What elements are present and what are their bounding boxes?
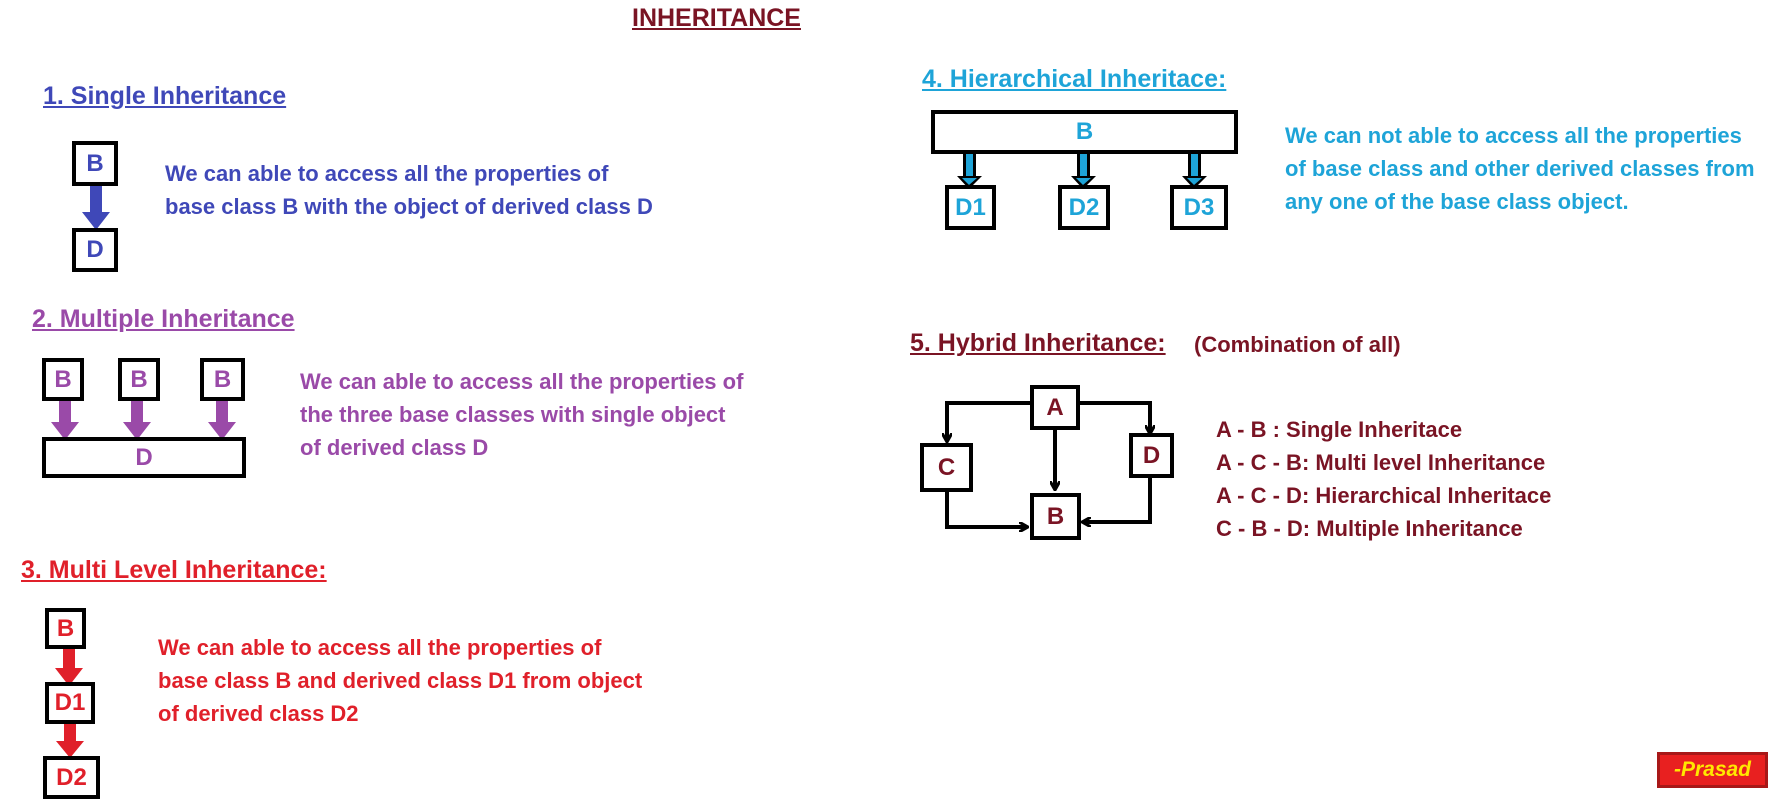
hierarchical-desc-line-2: of base class and other derived classes … (1285, 156, 1755, 181)
multiple-desc: We can able to access all the properties… (300, 365, 743, 464)
multilevel-box-base: B (45, 608, 86, 649)
multilevel-box-d2: D2 (43, 756, 100, 799)
hybrid-node-b: B (1030, 493, 1081, 540)
single-desc-line-2: base class B with the object of derived … (165, 194, 653, 219)
single-box-derived: D (72, 228, 118, 272)
hybrid-legend-line-3: A - C - D: Hierarchical Inheritace (1216, 483, 1552, 508)
multiple-arrow-1 (51, 396, 79, 440)
hybrid-edge-c-b (945, 490, 1027, 527)
multiple-arrow-2 (123, 396, 151, 440)
single-desc-line-1: We can able to access all the properties… (165, 161, 609, 186)
hierarchical-box-base: B (931, 110, 1238, 154)
multiple-box-base-2: B (118, 358, 160, 401)
multiple-box-base-1: B (42, 358, 84, 401)
multiple-desc-line-1: We can able to access all the properties… (300, 369, 744, 394)
hybrid-heading: 5. Hybrid Inheritance: (910, 329, 1166, 357)
hybrid-legend-line-2: A - C - B: Multi level Inheritance (1216, 450, 1546, 475)
hybrid-legend-line-4: C - B - D: Multiple Inheritance (1216, 516, 1523, 541)
multilevel-desc-line-2: base class B and derived class D1 from o… (158, 668, 643, 693)
hybrid-node-a: A (1030, 385, 1080, 430)
multilevel-box-d1: D1 (45, 682, 95, 724)
hybrid-legend: A - B : Single Inheritace A - C - B: Mul… (1216, 413, 1551, 545)
hierarchical-arrow-2 (1071, 153, 1096, 189)
multiple-heading: 2. Multiple Inheritance (32, 305, 295, 333)
hierarchical-box-d1: D1 (945, 185, 996, 230)
hierarchical-box-d3: D3 (1170, 185, 1228, 230)
signature-badge: -Prasad (1657, 752, 1768, 788)
multiple-arrow-3 (208, 396, 236, 440)
multilevel-arrow-2 (56, 723, 84, 758)
multilevel-desc-line-3: of derived class D2 (158, 701, 359, 726)
single-heading: 1. Single Inheritance (43, 82, 287, 110)
multiple-box-base-3: B (200, 358, 245, 401)
hierarchical-desc: We can not able to access all the proper… (1285, 119, 1755, 218)
multilevel-arrow-1 (55, 646, 83, 686)
multilevel-desc-line-1: We can able to access all the properties… (158, 635, 602, 660)
single-desc: We can able to access all the properties… (165, 157, 653, 223)
hybrid-edge-a-c (947, 401, 1030, 441)
multilevel-desc: We can able to access all the properties… (158, 631, 642, 730)
hybrid-legend-line-1: A - B : Single Inheritace (1216, 417, 1463, 442)
single-box-base: B (72, 141, 118, 186)
hierarchical-desc-line-3: any one of the base class object. (1285, 189, 1629, 214)
hierarchical-heading: 4. Hierarchical Inheritace: (922, 65, 1227, 93)
multiple-desc-line-3: of derived class D (300, 435, 489, 460)
hierarchical-arrow-1 (957, 153, 982, 189)
hybrid-edge-d-b (1083, 477, 1152, 522)
single-arrow (82, 183, 110, 230)
hybrid-edge-a-d (1080, 401, 1150, 433)
hierarchical-desc-line-1: We can not able to access all the proper… (1285, 123, 1742, 148)
hierarchical-box-d2: D2 (1058, 185, 1110, 230)
hybrid-node-c: C (920, 443, 973, 492)
page-title: INHERITANCE (632, 4, 801, 32)
hybrid-node-d: D (1129, 433, 1174, 478)
multiple-box-derived: D (42, 437, 246, 478)
hybrid-note: (Combination of all) (1194, 332, 1401, 357)
multilevel-heading: 3. Multi Level Inheritance: (21, 556, 327, 584)
hierarchical-arrow-3 (1182, 153, 1207, 189)
multiple-desc-line-2: the three base classes with single objec… (300, 402, 726, 427)
